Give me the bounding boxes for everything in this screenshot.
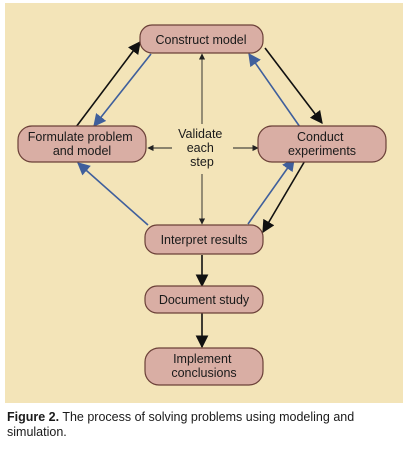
figure-caption-label: Figure 2. (7, 410, 60, 424)
node-document-study-line-1: Document study (159, 293, 250, 307)
arrow-blue-conduct-to-construct (248, 52, 301, 128)
figure-caption: Figure 2. The process of solving problem… (7, 410, 403, 440)
validate-label-line-3: step (190, 155, 214, 169)
node-formulate-problem-line-1: Formulate problem (28, 130, 133, 144)
node-construct-model: Construct model (139, 24, 264, 54)
validate-label-line-1: Validate (178, 127, 222, 141)
node-implement-conclusions: Implement conclusions (144, 347, 264, 386)
svg-text:Construct model: Construct model (155, 33, 246, 47)
arrow-blue-construct-to-formulate (93, 53, 152, 128)
svg-text:Conduct experiments: Conduct experiments (288, 130, 356, 158)
node-interpret-results-line-1: Interpret results (161, 233, 248, 247)
arrow-blue-interpret-to-formulate (77, 162, 149, 226)
node-construct-model-line-1: Construct model (155, 33, 246, 47)
node-document-study: Document study (144, 285, 264, 314)
validate-label-line-2: each (187, 141, 214, 155)
svg-text:Document study: Document study (159, 293, 250, 307)
node-conduct-experiments-line-2: experiments (288, 144, 356, 158)
svg-text:Implement conclusions: Implement conclusions (171, 352, 236, 380)
figure-caption-text: The process of solving problems using mo… (7, 410, 355, 439)
node-implement-conclusions-line-1: Implement (173, 352, 232, 366)
svg-text:Formulate problem and: Formulate problem and model (28, 130, 136, 158)
validate-label: Validate each step (178, 127, 226, 169)
arrow-formulate-to-construct (75, 40, 141, 128)
node-implement-conclusions-line-2: conclusions (171, 366, 236, 380)
node-conduct-experiments-line-1: Conduct (297, 130, 344, 144)
node-formulate-problem-line-2: and model (53, 144, 111, 158)
arrow-conduct-to-interpret (262, 158, 307, 234)
svg-text:Interpret results: Interpret results (161, 233, 248, 247)
arrow-blue-interpret-to-conduct (247, 157, 295, 225)
svg-text:Validate each: Validate each step (178, 127, 226, 169)
arrow-construct-to-conduct (264, 47, 323, 125)
node-formulate-problem: Formulate problem and model (17, 125, 147, 163)
node-conduct-experiments: Conduct experiments (257, 125, 387, 163)
node-interpret-results: Interpret results (144, 224, 264, 255)
